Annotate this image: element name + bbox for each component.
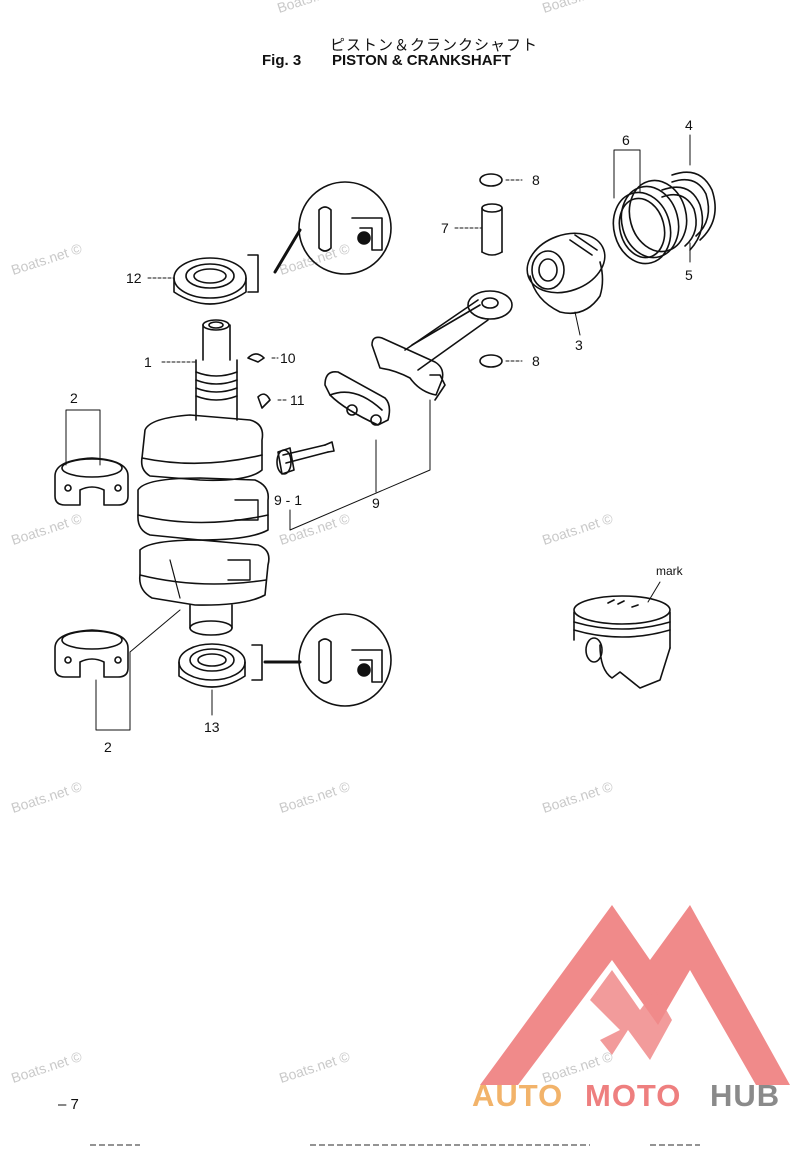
- bearing-2-lower: [54, 629, 129, 678]
- callout-8-bottom: 8: [532, 353, 540, 369]
- piston-mark-detail: [573, 595, 671, 689]
- rod-cap-9: [324, 370, 391, 426]
- connecting-rod: [371, 290, 513, 401]
- key-10: [247, 353, 265, 363]
- logo-text-hub: HUB: [710, 1078, 780, 1113]
- logo-triangle-mark: [480, 905, 790, 1085]
- rod-bolt-9-1: [276, 441, 335, 475]
- callout-9-1: 9 - 1: [274, 492, 302, 508]
- seal-detail-top: [247, 181, 392, 293]
- callout-8-top: 8: [532, 172, 540, 188]
- piston-ring-4: [671, 171, 716, 241]
- callout-3: 3: [575, 337, 583, 353]
- callout-2-lower: 2: [104, 739, 112, 755]
- callout-2-upper: 2: [70, 390, 78, 406]
- callout-10: 10: [280, 350, 296, 366]
- callout-1: 1: [144, 354, 152, 370]
- callout-6: 6: [622, 132, 630, 148]
- callout-12: 12: [126, 270, 142, 286]
- diagram-title: PISTON & CRANKSHAFT: [332, 52, 511, 69]
- leader-lines: [65, 134, 691, 731]
- piston-3: [526, 232, 606, 315]
- figure-label: Fig. 3: [262, 52, 302, 69]
- oil-seal-13: [178, 643, 246, 688]
- key-11: [257, 393, 271, 409]
- callout-7: 7: [441, 220, 449, 236]
- oil-seal-12: [173, 257, 247, 305]
- piston-ring-5: [661, 186, 704, 251]
- seal-detail-bottom: [251, 613, 392, 707]
- pin-clip-8-bottom: [479, 354, 503, 368]
- automotohub-logo: AUTO MOTO HUB: [472, 905, 790, 1113]
- callout-13: 13: [204, 719, 220, 735]
- crankshaft-1: [137, 319, 270, 636]
- page-number: – 7: [58, 1096, 79, 1113]
- logo-text-moto: MOTO: [585, 1078, 681, 1113]
- piston-rings-6: [612, 179, 688, 265]
- callout-5: 5: [685, 267, 693, 283]
- pin-clip-8-top: [479, 173, 503, 187]
- callout-9: 9: [372, 495, 380, 511]
- title-japanese: ピストン＆クランクシャフト: [330, 36, 539, 54]
- bearing-2-upper: [54, 457, 129, 506]
- callout-mark: mark: [656, 564, 684, 578]
- callout-11: 11: [290, 392, 305, 408]
- callout-4: 4: [685, 117, 693, 133]
- logo-text-auto: AUTO: [472, 1078, 563, 1113]
- piston-pin-7: [481, 203, 503, 256]
